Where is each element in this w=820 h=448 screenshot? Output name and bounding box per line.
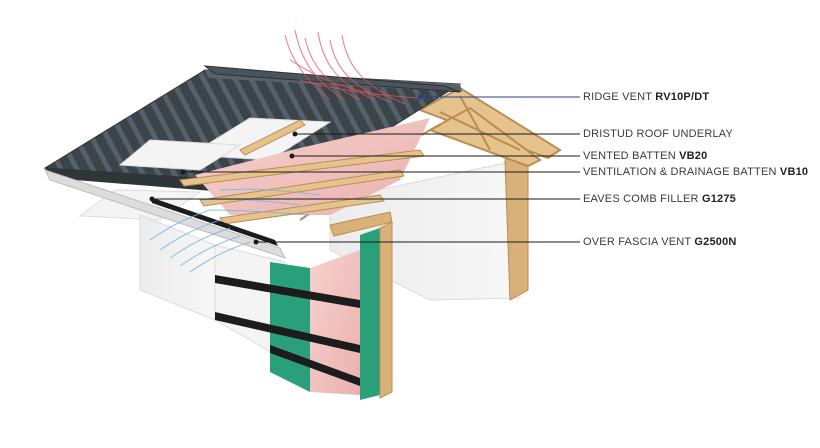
callout-code: RV10P/DT — [655, 91, 710, 103]
front-wall — [139, 211, 393, 400]
callout-name: EAVES COMB FILLER — [583, 193, 699, 205]
leader-dot-eaves-comb — [149, 196, 155, 202]
callout-name: DRISTUD ROOF UNDERLAY — [583, 128, 734, 140]
callout-eaves-comb: EAVES COMB FILLER G1275 — [583, 193, 736, 206]
callout-code: G2500N — [694, 236, 737, 248]
callout-code: VB20 — [679, 150, 708, 162]
callout-code: G1275 — [701, 193, 736, 205]
leader-dot-roof-underlay — [292, 131, 298, 137]
callout-roof-underlay: DRISTUD ROOF UNDERLAY — [583, 128, 733, 141]
callout-fascia-vent: OVER FASCIA VENT G2500N — [583, 236, 737, 249]
battens — [179, 119, 425, 225]
leader-dot-fascia-vent — [253, 239, 259, 245]
callout-ridge-vent: RIDGE VENT RV10P/DT — [583, 91, 709, 104]
callout-name: OVER FASCIA VENT — [583, 236, 692, 248]
callout-name: RIDGE VENT — [583, 91, 653, 103]
callout-leaders — [149, 94, 580, 245]
leader-dot-vented-batten — [289, 153, 295, 159]
cool-airflow-lines — [149, 188, 321, 273]
callout-code: VB10 — [779, 166, 809, 178]
leader-dot-ridge-vent — [417, 94, 423, 100]
wall-battens — [215, 275, 360, 386]
callout-name: VENTILATION & DRAINAGE BATTEN — [583, 166, 777, 178]
leader-dot-drainage-batten — [180, 169, 186, 175]
callout-name: VENTED BATTEN — [583, 150, 676, 162]
hot-airflow-lines — [284, 29, 421, 105]
callout-vented-batten: VENTED BATTEN VB20 — [583, 150, 707, 163]
callout-drainage-batten: VENTILATION & DRAINAGE BATTEN VB10 — [583, 166, 808, 179]
eaves-fascia — [44, 169, 286, 259]
